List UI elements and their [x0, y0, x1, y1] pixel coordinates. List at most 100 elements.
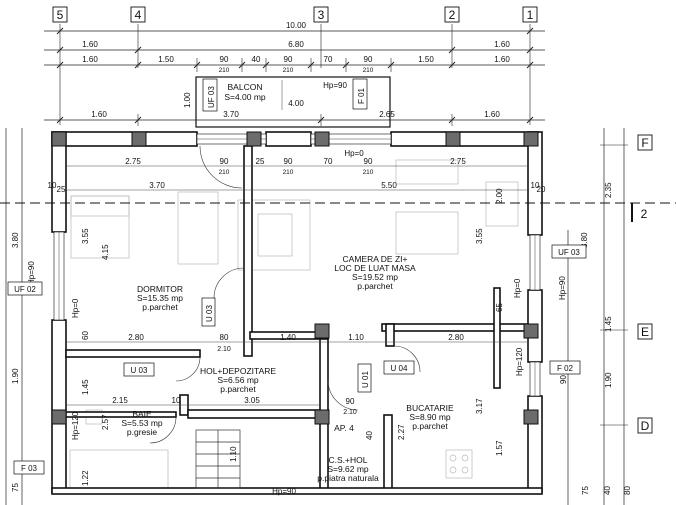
dim-row3-2: 1.50	[158, 55, 174, 64]
tag-u01: U 01	[361, 371, 370, 388]
dim-227: 2.27	[397, 424, 406, 440]
dim-total-width: 10.00	[286, 21, 307, 30]
dim-row2-mid: 6.80	[288, 40, 304, 49]
tag-u04: U 04	[391, 364, 408, 373]
dim-370: 3.70	[149, 181, 165, 190]
dim-257: 2.57	[101, 414, 110, 430]
room-bucatarie-name: BUCATARIE	[406, 403, 454, 413]
axis-label-section-2: 2	[641, 207, 648, 221]
room-camera-name-1: CAMERA DE ZI+	[343, 254, 408, 264]
dim-355-right: 3.55	[475, 228, 484, 244]
hp0-top: Hp=0	[344, 149, 364, 158]
dim-10-b: 10	[531, 181, 540, 190]
dim-row3-11: 1.50	[418, 55, 434, 64]
dim-25: 25	[256, 157, 265, 166]
room-bucatarie-area: S=8.90 mp	[409, 412, 451, 422]
room-dormitor-name: DORMITOR	[137, 284, 183, 294]
dim-215: 2.15	[112, 396, 128, 405]
dim-210-b: 210	[283, 169, 294, 176]
door-swings	[149, 145, 421, 444]
dim-right-80: 80	[623, 486, 632, 495]
dim-157: 1.57	[495, 440, 504, 456]
dim-row3-5: 40	[252, 55, 261, 64]
tag-uf03-right: UF 03	[558, 248, 580, 257]
dim-row4-2: 3.70	[223, 110, 239, 119]
dim-right-190: 1.90	[604, 372, 613, 388]
dim-row2-right: 1.60	[494, 40, 510, 49]
dim-row3-4: 210	[219, 67, 230, 74]
dim-305: 3.05	[244, 396, 260, 405]
dim-row3-6: 90	[284, 55, 293, 64]
columns	[51, 131, 539, 425]
dim-right-75: 75	[581, 486, 590, 495]
dim-275-left: 2.75	[125, 157, 141, 166]
top-dimension-chain: 10.00 1.60 6.80 1.60 1.60 1.50 90 210 40…	[44, 21, 545, 126]
dim-90-e: 90	[559, 375, 568, 384]
room-labels: DORMITOR S=15.35 mp p.parchet CAMERA DE …	[121, 254, 454, 483]
axis-label-1: 1	[527, 8, 534, 22]
apartment-number: AP. 4	[334, 423, 354, 433]
axis-label-f: F	[641, 136, 648, 150]
dim-25-b: 25	[57, 185, 66, 194]
dim-90-d: 90	[346, 397, 355, 406]
dim-122: 1.22	[81, 470, 90, 486]
dim-row4-1: 1.60	[91, 110, 107, 119]
balcony-width: 4.00	[288, 99, 304, 108]
dim-275-right: 2.75	[450, 157, 466, 166]
axis-label-3: 3	[318, 8, 325, 22]
dim-10-c: 10	[172, 396, 181, 405]
room-hol-name: HOL+DEPOZITARE	[200, 366, 276, 376]
left-dimension-chain: 3.80 1.90 Hp=90 75	[5, 128, 36, 505]
dim-110: 1.10	[348, 333, 364, 342]
hp90-left: Hp=90	[27, 261, 36, 285]
dim-550: 5.50	[381, 181, 397, 190]
dim-110-v: 1.10	[229, 446, 238, 462]
axis-markers-top: 5 4 3 2 1	[52, 6, 538, 23]
dim-right-40: 40	[603, 486, 612, 495]
dim-10-a: 10	[48, 181, 57, 190]
balcony-f01-tag: F 01	[357, 87, 366, 104]
tag-uf02: UF 02	[14, 285, 36, 294]
axis-label-2: 2	[449, 8, 456, 22]
dim-row3-1: 1.60	[82, 55, 98, 64]
room-camera-area: S=19.52 mp	[352, 272, 398, 282]
dim-60: 60	[81, 331, 90, 340]
tag-u03-mid: U 03	[205, 305, 214, 322]
dim-left-190: 1.90	[11, 368, 20, 384]
balcony-uf03-tag: UF 03	[207, 86, 216, 108]
axis-markers-right: F 2 E D	[631, 134, 653, 434]
dim-row3-10: 210	[363, 67, 374, 74]
dim-280-left: 2.80	[128, 333, 144, 342]
room-cshol-name: C.S.+HOL	[329, 455, 368, 465]
dim-left-380: 3.80	[11, 232, 20, 248]
axis-label-4: 4	[135, 8, 142, 22]
room-camera-floor: p.parchet	[357, 281, 393, 291]
dim-row4-3: 2.65	[379, 110, 395, 119]
dim-right-145: 1.45	[604, 316, 613, 332]
dim-90-c: 90	[364, 157, 373, 166]
dim-row3-3: 90	[220, 55, 229, 64]
balcony-depth: 1.00	[183, 92, 192, 108]
dim-row3-8: 70	[324, 55, 333, 64]
dim-355-left: 3.55	[81, 228, 90, 244]
room-camera-name-2: LOC DE LUAT MASA	[334, 263, 416, 273]
dim-210-c: 210	[363, 169, 374, 176]
hp0-right: Hp=0	[513, 278, 522, 298]
dim-200: 2.00	[495, 188, 504, 204]
tag-f03: F 03	[21, 464, 38, 473]
dim-90-b: 90	[284, 157, 293, 166]
room-dormitor-floor: p.parchet	[142, 302, 178, 312]
right-dimension-chain: 2.35 3.80 1.45 1.90 75 40 80	[567, 128, 632, 505]
dim-row2-left: 1.60	[82, 40, 98, 49]
hp120-left: Hp=120	[71, 411, 80, 440]
dim-left-75: 75	[11, 483, 20, 492]
interior-dimensions: 2.75 90 210 25 90 210 70 90 210 2.75 Hp=…	[48, 149, 568, 496]
room-baie-area: S=5.53 mp	[121, 418, 163, 428]
room-cshol-area: S=9.62 mp	[327, 464, 369, 474]
room-baie-name: BAIE	[132, 409, 152, 419]
dim-right-380: 3.80	[580, 232, 589, 248]
axis-label-5: 5	[57, 8, 64, 22]
dim-140: 1.40	[280, 333, 296, 342]
dim-70: 70	[324, 157, 333, 166]
